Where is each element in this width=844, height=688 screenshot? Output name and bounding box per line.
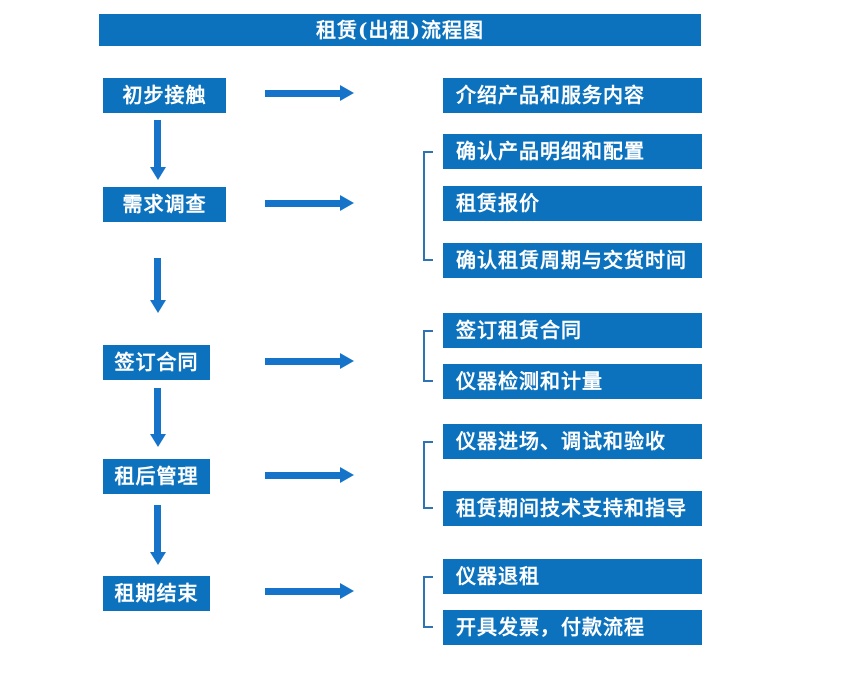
step-box-demand-survey: 需求调查 (103, 187, 226, 222)
step-box-initial-contact: 初步接触 (103, 78, 226, 113)
down-arrow-4 (149, 505, 166, 565)
detail-box-instrument-return: 仪器退租 (443, 559, 702, 594)
down-arrow-2 (149, 258, 166, 313)
right-arrow-4 (265, 467, 354, 483)
step-box-post-rental-management: 租后管理 (103, 459, 210, 494)
bracket-sign-contract (423, 330, 433, 382)
right-arrow-3 (265, 353, 354, 369)
detail-box-technical-support: 租赁期间技术支持和指导 (443, 491, 702, 526)
bracket-post-rental (423, 441, 433, 509)
right-arrow-1 (265, 85, 354, 101)
bracket-demand-survey (423, 151, 433, 261)
step-box-rental-end: 租期结束 (103, 576, 210, 611)
detail-box-introduce-products: 介绍产品和服务内容 (443, 78, 702, 113)
detail-box-invoice-payment: 开具发票，付款流程 (443, 610, 702, 645)
down-arrow-3 (149, 388, 166, 447)
flowchart-title: 租赁(出租)流程图 (99, 14, 701, 46)
detail-box-instrument-setup: 仪器进场、调试和验收 (443, 424, 702, 459)
bracket-rental-end (423, 576, 433, 628)
detail-box-confirm-product-details: 确认产品明细和配置 (443, 134, 702, 169)
detail-box-instrument-testing: 仪器检测和计量 (443, 364, 702, 399)
detail-box-rental-quote: 租赁报价 (443, 186, 702, 221)
right-arrow-2 (265, 195, 354, 211)
detail-box-sign-rental-contract: 签订租赁合同 (443, 313, 702, 348)
right-arrow-5 (265, 583, 354, 599)
step-box-sign-contract: 签订合同 (103, 345, 210, 380)
detail-box-confirm-rental-period: 确认租赁周期与交货时间 (443, 243, 702, 278)
down-arrow-1 (149, 120, 166, 180)
